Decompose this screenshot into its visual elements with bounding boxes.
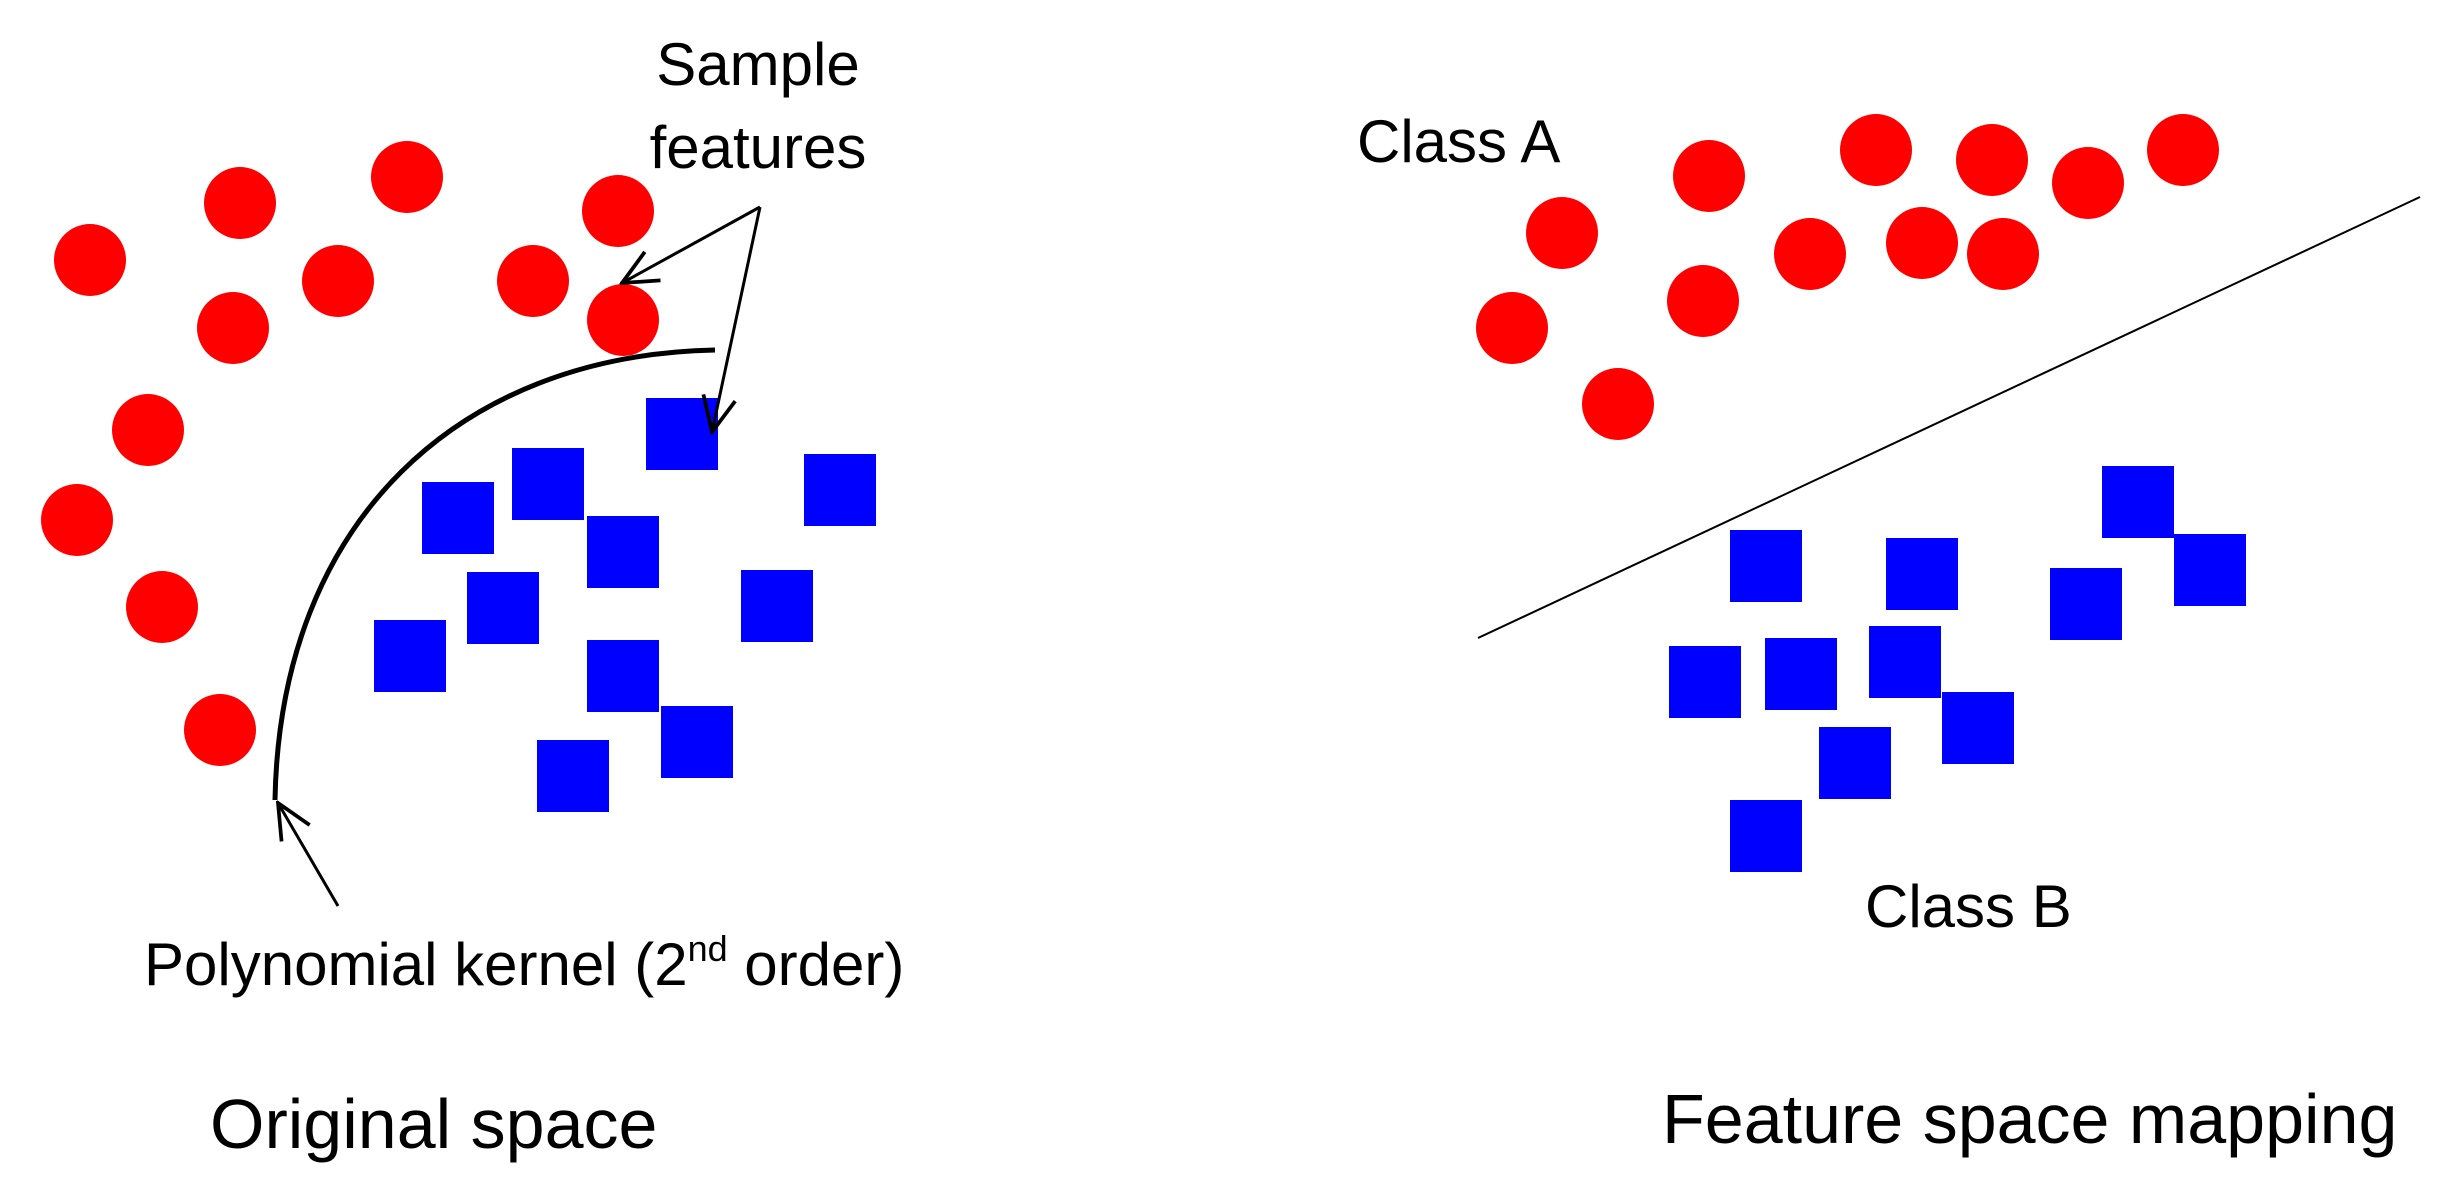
- class-b-point: [741, 570, 813, 642]
- class-b-point: [1730, 530, 1802, 602]
- class-b-points-feature: [1669, 466, 2246, 872]
- class-a-point: [1840, 114, 1912, 186]
- class-b-point: [537, 740, 609, 812]
- class-a-point: [112, 394, 184, 466]
- sample-features-label-line1: Sample: [656, 31, 859, 98]
- class-b-point: [587, 516, 659, 588]
- polynomial-kernel-label: Polynomial kernel (2nd order): [144, 928, 904, 998]
- class-b-point: [512, 448, 584, 520]
- class-a-point: [1956, 124, 2028, 196]
- class-a-point: [1673, 140, 1745, 212]
- sample-features-arrow: [712, 206, 762, 432]
- class-b-point: [2050, 568, 2122, 640]
- class-b-point: [1730, 800, 1802, 872]
- class-b-point: [1765, 638, 1837, 710]
- class-b-point: [2174, 534, 2246, 606]
- class-a-point: [54, 224, 126, 296]
- class-a-point: [302, 245, 374, 317]
- class-b-point: [587, 640, 659, 712]
- class-b-point: [1942, 692, 2014, 764]
- class-a-point: [204, 167, 276, 239]
- class-b-point: [1886, 538, 1958, 610]
- sample-features-label-line2: features: [650, 114, 867, 181]
- class-b-points-original: [374, 398, 876, 812]
- class-a-point: [1774, 218, 1846, 290]
- class-b-point: [422, 482, 494, 554]
- class-a-point: [1967, 218, 2039, 290]
- polynomial-kernel-curve: [272, 347, 716, 801]
- class-b-point: [1669, 646, 1741, 718]
- class-a-point: [1476, 292, 1548, 364]
- class-a-points-original: [41, 141, 659, 766]
- class-b-point: [804, 454, 876, 526]
- class-a-points-feature: [1476, 114, 2219, 440]
- class-a-point: [1667, 265, 1739, 337]
- feature-space-caption: Feature space mapping: [1662, 1080, 2397, 1158]
- class-b-point: [1819, 727, 1891, 799]
- class-a-point: [1886, 207, 1958, 279]
- class-b-point: [1869, 626, 1941, 698]
- class-a-point: [41, 484, 113, 556]
- feature-space-panel: Class A Class B Feature space mapping: [1357, 108, 2421, 1158]
- original-space-panel: Sample features Polynomial kernel (2nd o…: [41, 31, 904, 1163]
- class-a-point: [2147, 114, 2219, 186]
- kernel-label-arrow: [278, 803, 340, 907]
- original-space-caption: Original space: [210, 1085, 657, 1163]
- class-b-point: [374, 620, 446, 692]
- class-a-label: Class A: [1357, 108, 1560, 175]
- class-b-point: [646, 398, 718, 470]
- class-a-point: [197, 292, 269, 364]
- class-a-point: [184, 694, 256, 766]
- separating-hyperplane: [1477, 196, 2421, 639]
- class-a-point: [2052, 147, 2124, 219]
- class-a-point: [587, 284, 659, 356]
- class-a-point: [371, 141, 443, 213]
- sample-features-arrow: [622, 205, 761, 283]
- class-b-point: [467, 572, 539, 644]
- class-a-point: [582, 175, 654, 247]
- class-a-point: [1582, 368, 1654, 440]
- class-a-point: [1526, 197, 1598, 269]
- class-a-point: [497, 245, 569, 317]
- class-b-point: [2102, 466, 2174, 538]
- class-a-point: [126, 571, 198, 643]
- class-b-point: [661, 706, 733, 778]
- class-b-label: Class B: [1865, 873, 2072, 940]
